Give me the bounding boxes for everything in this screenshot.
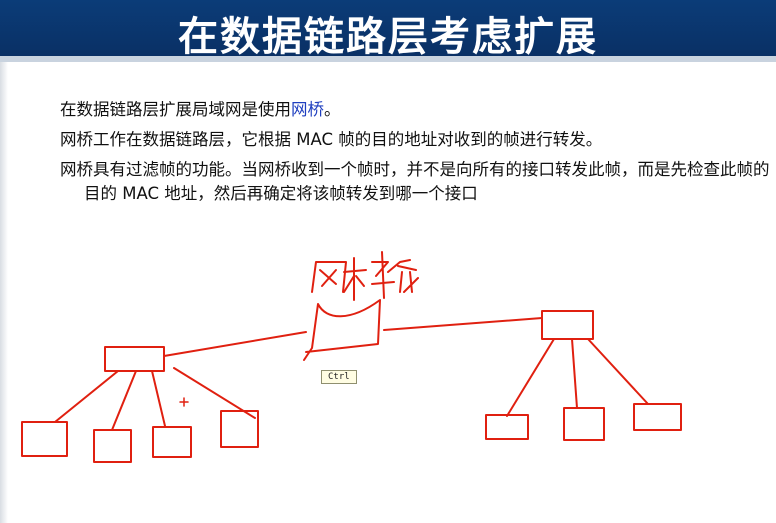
left-switch-box xyxy=(104,346,165,372)
slide-title: 在数据链路层考虑扩展 xyxy=(178,13,598,60)
left-host-3 xyxy=(152,426,192,458)
left-host-1 xyxy=(21,421,68,457)
right-switch-box xyxy=(541,310,594,340)
bridge-link[interactable]: 网桥 xyxy=(291,100,324,119)
bullet-1-after: 。 xyxy=(324,100,341,119)
title-bar: 在数据链路层考虑扩展 xyxy=(0,0,776,62)
bullet-3: 网桥具有过滤帧的功能。当网桥收到一个帧时，并不是向所有的接口转发此帧，而是先检查… xyxy=(60,160,770,203)
title-underline xyxy=(0,56,776,62)
left-edge-shadow xyxy=(0,62,8,523)
left-host-4 xyxy=(220,410,259,448)
handwritten-bridge-label xyxy=(311,251,419,301)
bullet-1-before: 在数据链路层扩展局域网是使用 xyxy=(60,100,291,119)
bullet-2: 网桥工作在数据链路层，它根据 MAC 帧的目的地址对收到的帧进行转发。 xyxy=(60,130,603,149)
link-left-segment xyxy=(163,331,307,357)
left-host-2 xyxy=(93,429,132,463)
right-branch-lines xyxy=(506,338,649,417)
right-host-2 xyxy=(563,407,605,441)
ctrl-tooltip: Ctrl xyxy=(321,370,357,384)
right-host-3 xyxy=(633,403,682,431)
bullet-1: 在数据链路层扩展局域网是使用网桥。 xyxy=(60,98,770,122)
bridge-sketch xyxy=(303,299,381,361)
cursor-mark xyxy=(179,397,189,407)
left-branch-lines xyxy=(54,367,256,431)
right-host-1 xyxy=(485,414,529,440)
bullet-list: 在数据链路层扩展局域网是使用网桥。 网桥工作在数据链路层，它根据 MAC 帧的目… xyxy=(60,98,770,212)
link-right-segment xyxy=(383,317,543,331)
